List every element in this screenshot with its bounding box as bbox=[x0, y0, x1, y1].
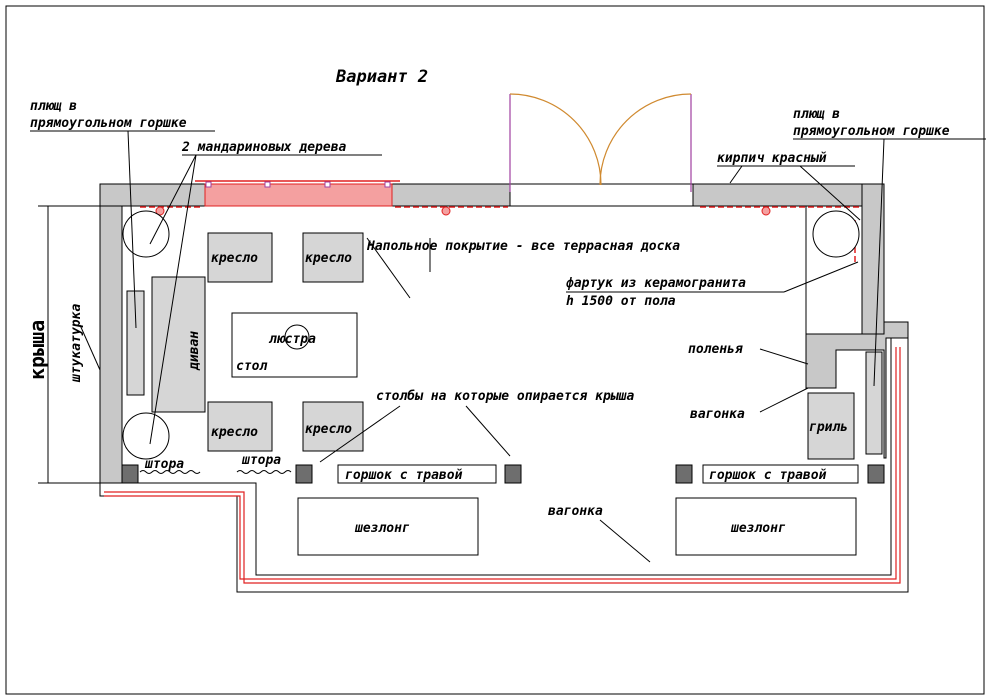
pillar bbox=[675, 464, 693, 484]
lining-bottom-leader bbox=[599, 519, 651, 563]
wall-lamp bbox=[761, 206, 771, 216]
tree-circle-right bbox=[812, 210, 860, 258]
apron-label-1: фартук из керамогранита bbox=[566, 276, 746, 291]
ivy-pot-left bbox=[126, 290, 145, 396]
mandarin-leader bbox=[149, 154, 197, 445]
grass-pot-label: горшок с травой bbox=[709, 468, 827, 483]
chandelier bbox=[284, 324, 310, 350]
red-brick-strip bbox=[204, 183, 393, 207]
pillars-leader bbox=[319, 405, 401, 463]
armchair-label: кресло bbox=[305, 422, 352, 437]
pillar bbox=[121, 464, 139, 484]
brick-leader bbox=[729, 165, 743, 184]
mandarin-label: 2 мандариновых дерева bbox=[181, 140, 347, 155]
mandarin-tree bbox=[122, 210, 170, 258]
ivy-right-leader bbox=[873, 138, 885, 387]
curtain-label: штора bbox=[241, 453, 281, 468]
armchair bbox=[302, 401, 364, 452]
armchair-label: кресло bbox=[211, 425, 258, 440]
ivy-left-label-1: плющ в bbox=[30, 99, 77, 114]
armchair bbox=[207, 401, 273, 452]
plaster-label: штукатурка bbox=[69, 304, 84, 383]
frame-marker bbox=[384, 181, 391, 188]
door-swing-right bbox=[599, 93, 692, 186]
armchair-label: кресло bbox=[211, 251, 258, 266]
ivy-right-label-2: прямоугольном горшке bbox=[793, 124, 950, 139]
wall-right bbox=[861, 183, 885, 335]
ivy-left-leader bbox=[127, 130, 137, 329]
lining-bottom-inner bbox=[104, 347, 897, 580]
pillar bbox=[295, 464, 313, 484]
apron-label-2: h 1500 от пола bbox=[566, 294, 676, 309]
logs-label: поленья bbox=[688, 342, 743, 357]
frame-marker bbox=[324, 181, 331, 188]
armchair bbox=[302, 232, 364, 283]
apron-leader bbox=[783, 261, 859, 293]
lounger-label: шезлонг bbox=[354, 521, 410, 536]
lining-bottom-label: вагонка bbox=[548, 504, 603, 519]
grass-pot bbox=[702, 464, 859, 484]
wall-top-right bbox=[692, 183, 885, 207]
door-swing-left bbox=[509, 93, 602, 186]
pillar bbox=[504, 464, 522, 484]
wall-lamp bbox=[155, 206, 165, 216]
lounger-label: шезлонг bbox=[730, 521, 786, 536]
floor-leader bbox=[366, 237, 411, 299]
wall-lamp bbox=[441, 206, 451, 216]
lounger bbox=[297, 497, 479, 556]
grill bbox=[807, 392, 855, 460]
grill-label: гриль bbox=[809, 420, 848, 435]
grass-pot bbox=[337, 464, 497, 484]
mandarin-leader bbox=[149, 154, 197, 245]
armchair bbox=[207, 232, 273, 283]
sofa-label: диван bbox=[187, 331, 202, 371]
wall-top-mid bbox=[391, 183, 511, 207]
page-title: Вариант 2 bbox=[335, 67, 428, 87]
armchair-label: кресло bbox=[305, 251, 352, 266]
page-border bbox=[5, 5, 985, 695]
wall-left bbox=[99, 183, 123, 484]
frame-marker bbox=[264, 181, 271, 188]
lining-bottom bbox=[104, 347, 901, 584]
ivy-right-label-1: плющ в bbox=[793, 107, 840, 122]
sofa bbox=[151, 276, 206, 413]
table-label: стол bbox=[236, 359, 267, 374]
plaster-leader bbox=[79, 324, 101, 371]
lounger bbox=[675, 497, 857, 556]
curtain-wave bbox=[139, 470, 201, 474]
pillars-label: столбы на которые опирается крыша bbox=[376, 389, 634, 404]
chandelier-label: люстра bbox=[268, 332, 316, 347]
lining-right-leader bbox=[759, 387, 809, 413]
grass-pot-label: горшок с травой bbox=[345, 468, 463, 483]
curtain-wave bbox=[236, 470, 292, 474]
lining-right-label: вагонка bbox=[690, 407, 745, 422]
curtain-label: штора bbox=[144, 457, 184, 472]
ivy-left-label-2: прямоугольном горшке bbox=[30, 116, 187, 131]
pillar bbox=[867, 464, 885, 484]
logs-leader bbox=[759, 348, 809, 365]
roof-label: крыша bbox=[25, 320, 49, 380]
mandarin-tree bbox=[122, 412, 170, 460]
brick-leader bbox=[799, 165, 861, 221]
floor-label: Напольное покрытие - все террасная доска bbox=[366, 239, 680, 254]
wall-right-lower bbox=[805, 321, 909, 459]
ivy-pot-right bbox=[865, 351, 883, 455]
brick-label: кирпич красный bbox=[717, 151, 827, 166]
frame-marker bbox=[205, 181, 212, 188]
pillars-leader bbox=[465, 405, 511, 457]
